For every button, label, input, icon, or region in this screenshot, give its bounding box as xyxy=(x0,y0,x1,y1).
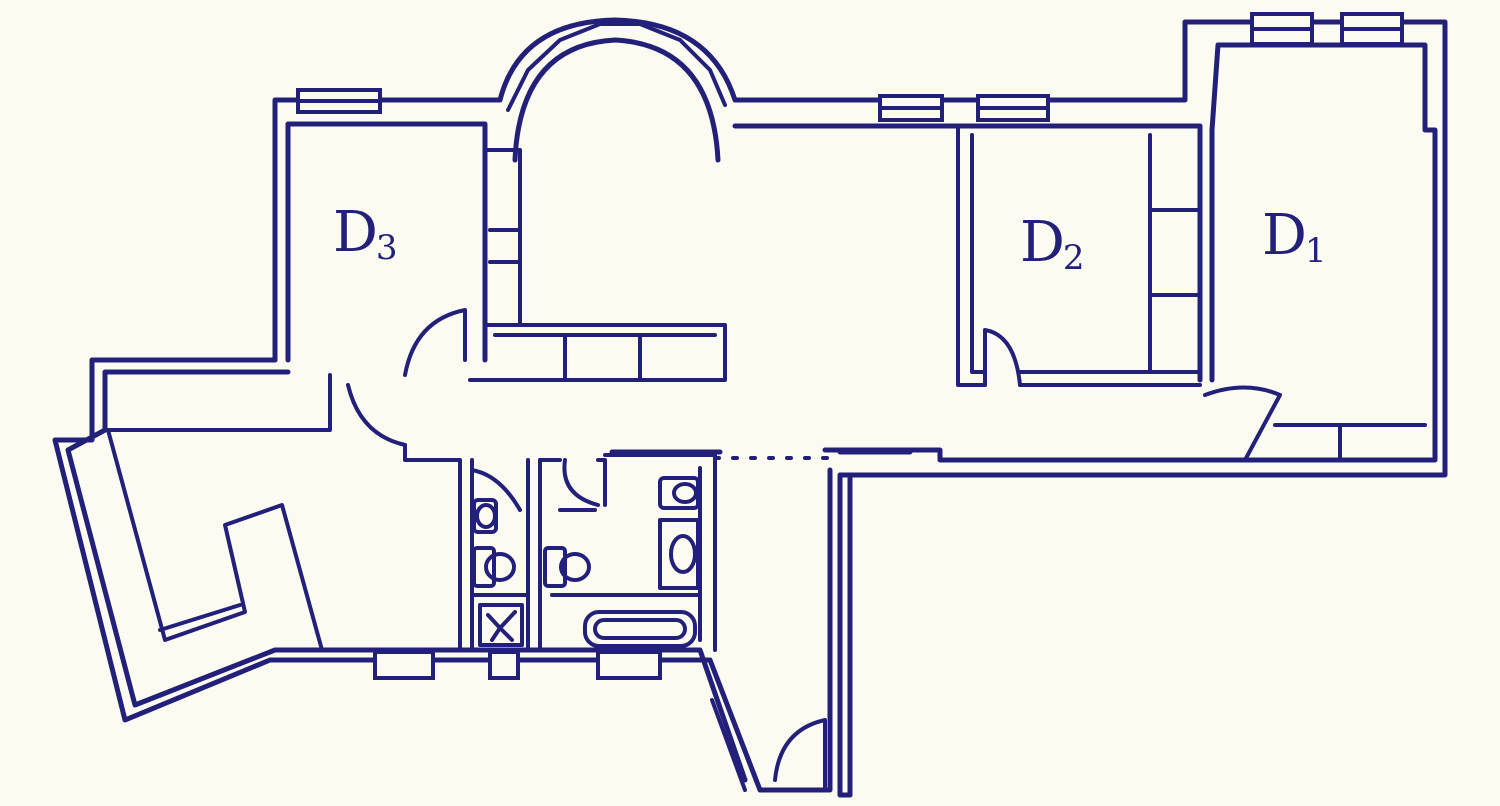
room-letter: D xyxy=(1020,210,1065,275)
room-letter: D xyxy=(1262,203,1307,268)
room-label-d2: D2 xyxy=(1020,215,1085,278)
windows xyxy=(296,12,1404,680)
outer-walls xyxy=(52,17,1448,798)
door-swings xyxy=(346,308,1282,792)
room-label-d3: D3 xyxy=(333,205,398,268)
room-number: 3 xyxy=(375,228,398,268)
room-letter: D xyxy=(333,200,378,265)
kitchen-counter xyxy=(106,428,324,652)
room-number: 2 xyxy=(1062,238,1085,278)
room-number: 1 xyxy=(1304,231,1327,271)
interior-walls xyxy=(103,124,1427,652)
room-label-d1: D1 xyxy=(1262,208,1327,271)
sanitary-fixtures xyxy=(472,476,700,648)
